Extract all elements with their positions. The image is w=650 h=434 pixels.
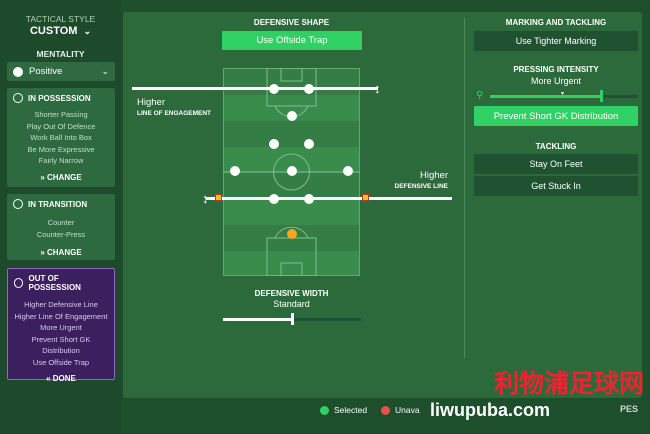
chevron-down-icon: ⌄ xyxy=(101,66,109,76)
watermark-chinese: 利物浦足球网 xyxy=(493,370,644,398)
mentality-label: MENTALITY xyxy=(36,49,85,59)
defensive-width-value: Standard xyxy=(273,299,310,309)
defensive-line-value: Higher xyxy=(420,170,448,181)
selected-dot-icon xyxy=(320,405,329,415)
stay-on-feet-button[interactable]: Stay On Feet xyxy=(474,154,638,174)
done-label: DONE xyxy=(52,374,76,383)
change-label: CHANGE xyxy=(47,172,82,182)
list-item: Be More Expressive xyxy=(27,144,95,154)
player-marker xyxy=(304,194,314,204)
player-marker xyxy=(304,84,314,94)
panel-title: IN TRANSITION xyxy=(28,199,88,209)
player-marker xyxy=(304,139,314,149)
defence-icon xyxy=(14,278,24,288)
legend-unavailable-label: Unava xyxy=(395,405,420,415)
in-possession-panel: IN POSSESSION Shorter Passing Play Out O… xyxy=(7,88,115,187)
pressing-slider[interactable] xyxy=(490,95,638,98)
tactical-style-dropdown[interactable]: CUSTOM ⌄ xyxy=(0,25,121,37)
panel-title: IN POSSESSION xyxy=(28,93,91,103)
engagement-label: LINE OF ENGAGEMENT xyxy=(137,110,212,117)
out-of-possession-panel: OUT OF POSSESSION Higher Defensive Line … xyxy=(7,268,115,383)
width-slider-thumb[interactable] xyxy=(291,313,294,325)
defensive-width-title: DEFENSIVE WIDTH xyxy=(254,289,329,298)
list-item: Shorter Passing xyxy=(34,110,88,119)
engagement-value: Higher xyxy=(137,97,165,108)
watermark-corner: PES xyxy=(620,404,639,414)
list-item: Fairly Narrow xyxy=(38,156,84,165)
offside-flag-icon xyxy=(362,194,369,201)
double-chevron-icon: » xyxy=(40,248,45,257)
in-possession-change-button[interactable]: » CHANGE xyxy=(7,173,115,182)
transition-icon xyxy=(13,199,23,209)
shield-icon xyxy=(13,66,23,77)
slider-marker-icon: ▾ xyxy=(561,91,565,97)
legend-selected: Selected xyxy=(320,405,367,415)
defensive-shape-title: DEFENSIVE SHAPE xyxy=(253,18,330,27)
tactical-style-value: CUSTOM xyxy=(29,25,78,37)
list-item: Play Out Of Defence xyxy=(26,121,96,131)
pressing-slider-thumb[interactable] xyxy=(600,90,603,102)
mentality-dropdown[interactable]: Positive ⌄ xyxy=(7,62,115,81)
player-marker xyxy=(269,84,279,94)
player-marker xyxy=(343,166,353,176)
list-item: Distribution xyxy=(42,346,80,355)
player-marker xyxy=(287,111,297,121)
unavailable-dot-icon xyxy=(381,405,390,415)
list-item: Counter-Press xyxy=(36,229,86,239)
goalkeeper-marker xyxy=(287,229,297,239)
player-marker xyxy=(230,166,240,176)
section-divider xyxy=(464,18,465,358)
tackling-title: TACKLING xyxy=(535,142,577,151)
list-item: Higher Defensive Line xyxy=(24,300,98,309)
runner-icon: ⚲ xyxy=(476,90,484,101)
drag-handle-icon[interactable]: ↕ xyxy=(374,81,381,96)
pressing-intensity-title: PRESSING INTENSITY xyxy=(513,65,599,74)
in-transition-panel: IN TRANSITION Counter Counter-Press » CH… xyxy=(7,194,115,260)
mentality-value: Positive xyxy=(29,66,63,77)
in-transition-change-button[interactable]: » CHANGE xyxy=(7,248,115,257)
list-item: More Urgent xyxy=(40,323,82,332)
ball-icon xyxy=(13,93,23,103)
double-chevron-icon: » xyxy=(40,172,45,182)
defensive-line-label: DEFENSIVE LINE xyxy=(394,183,448,190)
player-marker xyxy=(269,194,279,204)
player-marker xyxy=(269,139,279,149)
pressing-intensity-value: More Urgent xyxy=(530,76,582,86)
drag-handle-icon[interactable]: ↕ xyxy=(202,191,209,206)
list-item: Higher Line Of Engagement xyxy=(14,311,108,321)
out-of-possession-main-panel xyxy=(123,12,642,398)
offside-flag-icon xyxy=(215,194,222,201)
legend-selected-label: Selected xyxy=(334,405,368,415)
list-item: Prevent Short GK xyxy=(31,334,91,344)
double-chevron-left-icon: « xyxy=(46,374,51,383)
marking-tackling-title: MARKING AND TACKLING xyxy=(505,18,607,27)
list-item: Use Offside Trap xyxy=(32,357,90,367)
offside-trap-button[interactable]: Use Offside Trap xyxy=(222,31,362,50)
watermark-url: liwupuba.com xyxy=(430,400,551,420)
change-label: CHANGE xyxy=(47,248,82,257)
chevron-down-icon: ⌄ xyxy=(83,26,91,36)
engagement-line[interactable] xyxy=(132,87,378,90)
list-item: Counter xyxy=(47,218,75,227)
list-item: Work Ball Into Box xyxy=(30,133,92,142)
tighter-marking-button[interactable]: Use Tighter Marking xyxy=(474,31,638,51)
defensive-line[interactable] xyxy=(206,197,452,200)
player-marker xyxy=(287,166,297,176)
out-of-possession-done-button[interactable]: « DONE xyxy=(8,374,114,383)
prevent-gk-distribution-button[interactable]: Prevent Short GK Distribution xyxy=(474,106,638,126)
legend-unavailable: Unava xyxy=(381,405,420,415)
get-stuck-in-button[interactable]: Get Stuck In xyxy=(474,176,638,196)
tactical-style-label: TACTICAL STYLE xyxy=(25,14,96,24)
panel-title: OUT OF POSSESSION xyxy=(28,274,81,292)
